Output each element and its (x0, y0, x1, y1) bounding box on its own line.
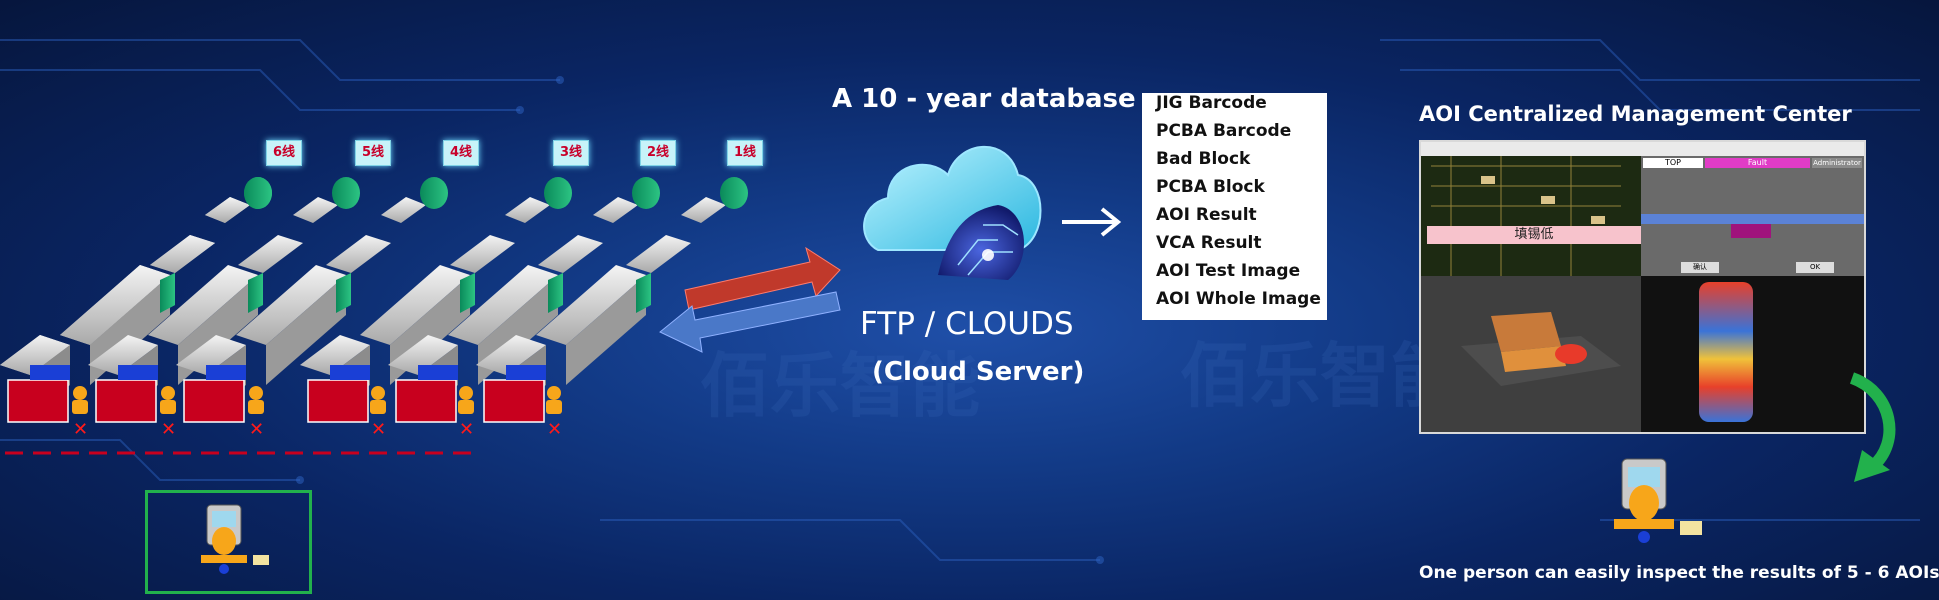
line-tag-3: 3线 (553, 140, 589, 166)
watermark-text: 佰乐智能 (1180, 335, 1460, 417)
line-tag-6: 6线 (266, 140, 302, 166)
line-tag-5: 5线 (355, 140, 391, 166)
list-item: VCA Result (1156, 233, 1262, 253)
list-item: PCBA Block (1156, 177, 1265, 197)
svg-text:✕: ✕ (371, 419, 386, 440)
curved-arrow-icon (1849, 372, 1896, 482)
operator-icon (201, 504, 269, 574)
cloud-subtitle: (Cloud Server) (872, 357, 1085, 387)
svg-text:✕: ✕ (547, 419, 562, 440)
aoi-software-screenshot: 填锡低 TOP Fault Administrator 确认 OK (1419, 140, 1866, 434)
3d-component-view (1421, 276, 1641, 432)
svg-text:✕: ✕ (161, 419, 176, 440)
fault-highlight (1731, 224, 1771, 238)
data-fields-list: JIG Barcode PCBA Barcode Bad Block PCBA … (1142, 93, 1327, 320)
list-item: JIG Barcode (1156, 93, 1267, 113)
caption: One person can easily inspect the result… (1419, 563, 1939, 583)
data-flow-arrows (659, 246, 841, 353)
tab-admin[interactable]: Administrator (1812, 158, 1862, 168)
list-item: AOI Result (1156, 205, 1257, 225)
browser-bar (1421, 142, 1864, 156)
selected-row (1641, 214, 1864, 224)
list-item: AOI Whole Image (1156, 289, 1321, 309)
list-item: PCBA Barcode (1156, 121, 1292, 141)
operator-green-box (145, 490, 312, 594)
cloud-name: FTP / CLOUDS (860, 306, 1074, 342)
list-item: Bad Block (1156, 149, 1251, 169)
line-tag-4: 4线 (443, 140, 479, 166)
ok-button[interactable]: OK (1796, 262, 1834, 273)
defect-label: 填锡低 (1427, 226, 1641, 244)
svg-text:✕: ✕ (73, 419, 88, 440)
database-title: A 10 - year database (832, 84, 1136, 114)
center-title: AOI Centralized Management Center (1419, 102, 1852, 126)
cloud-server-icon (863, 145, 1042, 280)
info-panel: TOP Fault Administrator 确认 OK (1641, 156, 1864, 276)
production-lines-illustration: ✕ ✕ ✕ ✕ ✕ ✕ (0, 177, 748, 455)
watermark-text: 佰乐智能 (700, 345, 980, 427)
pcb-image (1421, 156, 1641, 276)
arrow-right-icon (1062, 207, 1122, 237)
confirm-button[interactable]: 确认 (1681, 262, 1719, 273)
line-tag-1: 1线 (727, 140, 763, 166)
tab-top[interactable]: TOP (1643, 158, 1703, 168)
list-item: AOI Test Image (1156, 261, 1301, 281)
tab-fault[interactable]: Fault (1705, 158, 1810, 168)
remote-operator-icon (1614, 458, 1702, 543)
line-tag-2: 2线 (640, 140, 676, 166)
svg-text:✕: ✕ (249, 419, 264, 440)
heatmap-view (1641, 276, 1864, 432)
svg-text:✕: ✕ (459, 419, 474, 440)
